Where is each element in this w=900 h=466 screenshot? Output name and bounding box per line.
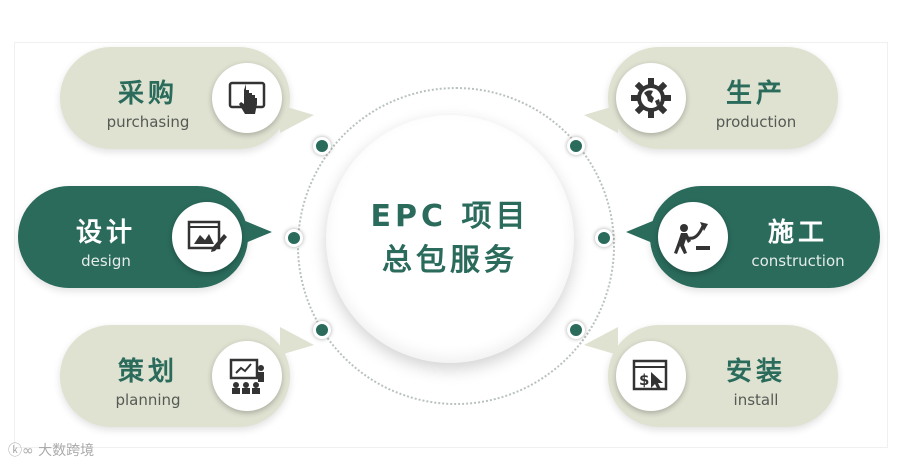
connector-dot-construction <box>595 229 613 247</box>
purchasing-title: 采购 <box>117 79 178 109</box>
design-subtitle: design <box>81 252 131 270</box>
worker-arrow-icon <box>658 202 728 272</box>
watermark-logo: ⓚ∞ 大数跨境 <box>8 440 94 460</box>
center-title-line2: 总包服务 <box>382 243 518 278</box>
bubble-construction: 施工 construction <box>626 186 880 288</box>
tablet-touch-icon <box>212 63 282 133</box>
production-subtitle: production <box>715 113 797 131</box>
presentation-board-icon <box>212 341 282 411</box>
svg-text:$: $ <box>639 371 649 389</box>
install-subtitle: install <box>733 391 779 409</box>
bubble-design: 设计 design <box>18 186 272 288</box>
connector-dot-purchasing <box>313 137 331 155</box>
blueprint-pencil-icon <box>172 202 242 272</box>
gear-globe-icon <box>616 63 686 133</box>
bubble-planning: 策划 planning <box>60 325 314 427</box>
connector-dot-design <box>285 229 303 247</box>
center-epc-circle: EPC 项目 总包服务 <box>326 115 574 363</box>
install-title: 安装 <box>725 357 786 387</box>
planning-title: 策划 <box>117 357 178 387</box>
watermark-text: 大数跨境 <box>38 443 95 459</box>
construction-title: 施工 <box>767 218 828 248</box>
connector-dot-planning <box>313 321 331 339</box>
connector-dot-production <box>567 137 585 155</box>
bubble-purchasing: 采购 purchasing <box>60 47 314 149</box>
bubble-production: 生产 production <box>584 47 838 149</box>
purchasing-subtitle: purchasing <box>106 113 190 131</box>
design-title: 设计 <box>75 218 136 248</box>
connector-dot-install <box>567 321 585 339</box>
planning-subtitle: planning <box>115 391 181 409</box>
watermark-symbol-icon: ⓚ∞ <box>8 443 39 459</box>
bubble-install: $ 安装 install <box>584 325 838 427</box>
install-window-icon: $ <box>616 341 686 411</box>
center-title-line1: EPC 项目 <box>370 199 530 234</box>
construction-subtitle: construction <box>751 252 845 270</box>
production-title: 生产 <box>725 79 786 109</box>
